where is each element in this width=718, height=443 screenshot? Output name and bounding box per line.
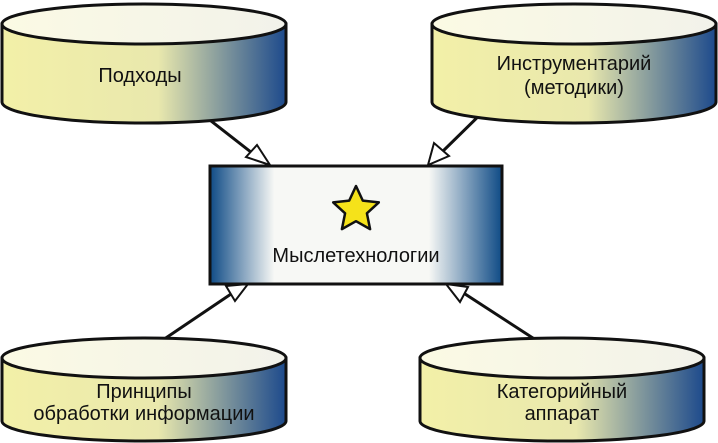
node-approaches-label: Подходы xyxy=(98,65,181,87)
node-categories-label-line2: аппарат xyxy=(525,403,600,425)
node-principles-label-line1: Принципы xyxy=(96,381,192,403)
node-principles: Принципы обработки информации xyxy=(0,336,288,443)
star-icon xyxy=(331,184,381,231)
center-node-label: Мыслетехнологии xyxy=(272,245,439,267)
center-node: Мыслетехнологии xyxy=(208,164,504,286)
node-categories: Категорийный аппарат xyxy=(418,336,706,443)
node-approaches: Подходы xyxy=(0,2,288,125)
node-categories-label-line1: Категорийный xyxy=(497,381,627,403)
node-principles-label-line2: обработки информации xyxy=(33,403,254,425)
node-toolkit-label-line1: Инструментарий xyxy=(497,53,652,75)
node-toolkit-label-line2: (методики) xyxy=(524,77,624,99)
node-toolkit: Инструментарий (методики) xyxy=(430,2,718,125)
